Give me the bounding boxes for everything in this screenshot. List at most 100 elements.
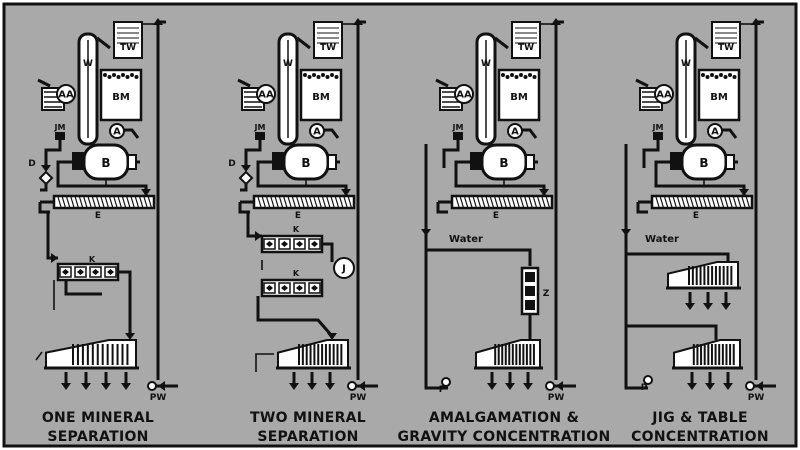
classifier-spiral: [698, 196, 703, 208]
pw-pump: [745, 381, 755, 391]
jm-down-arrow: [41, 165, 51, 172]
jig-diamond: [107, 269, 114, 275]
jm-label: JM: [652, 123, 664, 132]
table-discharge-head: [289, 383, 299, 390]
classifier-spiral: [694, 196, 699, 208]
classifier-label: E: [295, 211, 301, 221]
classifier-spiral: [266, 196, 271, 208]
ore-particle: [701, 73, 705, 77]
classifier-spiral: [317, 196, 322, 208]
crusher-feed-arrow: [37, 78, 51, 88]
classifier-spiral: [532, 196, 537, 208]
table-discharge-head: [61, 383, 71, 390]
crusher-circle: [454, 84, 474, 104]
ore-particle: [121, 73, 125, 77]
classifier-spiral: [134, 196, 139, 208]
caption-line2: GRAVITY CONCENTRATION: [398, 429, 611, 445]
classifier-spiral: [261, 196, 266, 208]
jm-feed-line: [642, 140, 660, 168]
pump-p-label: P: [641, 383, 648, 393]
ball-mill-label: B: [301, 156, 310, 170]
caption-line1: ONE MINERAL: [42, 410, 154, 426]
mill-feed-end: [670, 152, 682, 170]
classifier-spiral: [130, 196, 135, 208]
jig-diamond: [92, 269, 99, 275]
jig-diamond: [62, 269, 69, 275]
table1-discharge-head: [685, 303, 695, 310]
mill-feed-end: [72, 152, 84, 170]
amalgam-plate: [525, 272, 535, 282]
table2-discharge-head: [705, 383, 715, 390]
pump-p: [643, 375, 653, 385]
loop-arrow: [539, 189, 549, 196]
classifier-spiral: [70, 196, 75, 208]
crusher-circle: [256, 84, 276, 104]
ball-mill-label: B: [101, 156, 110, 170]
jm-label: JM: [452, 123, 464, 132]
mineral-jig-j-circle: [333, 257, 355, 279]
classifier-label: E: [493, 211, 499, 221]
mill-feed-end: [470, 152, 482, 170]
crusher-circle: [654, 84, 674, 104]
table1-discharge-head: [721, 303, 731, 310]
crusher-label: AA: [258, 90, 274, 101]
classifier-spiral: [339, 196, 344, 208]
jig-diamond: [281, 285, 288, 291]
shaking-table: [474, 339, 543, 370]
classifier-spiral: [455, 196, 460, 208]
classifier-spiral: [476, 196, 482, 208]
elevator-chute: [296, 36, 311, 50]
mill-discharge: [725, 154, 735, 170]
classifier-spiral: [313, 196, 318, 208]
classifier-spiral: [96, 196, 101, 208]
ore-bin: [99, 68, 143, 122]
water-label: Water: [645, 234, 679, 245]
ore-bin-label: BM: [510, 92, 528, 103]
mill-feed-end: [272, 152, 284, 170]
ore-particle: [307, 75, 312, 79]
elevator-chute: [694, 36, 709, 50]
jig-diamond: [266, 285, 273, 291]
pw-label: PW: [350, 393, 367, 403]
crusher-label: AA: [456, 90, 472, 101]
tank-label: TW: [320, 43, 336, 53]
feed-to-table2-line: [626, 324, 718, 340]
classifier-spiral: [485, 196, 490, 208]
ore-particle: [528, 73, 532, 77]
jm-feed-line: [244, 140, 262, 168]
left-return-pipe: [624, 144, 648, 390]
pw-label: PW: [150, 393, 167, 403]
classifier-spiral: [685, 196, 690, 208]
elevator-chute: [494, 36, 509, 50]
classifier-label: E: [95, 211, 101, 221]
water-arrow: [621, 229, 631, 236]
classifier-spiral: [61, 196, 66, 208]
feeder-label: A: [113, 127, 121, 138]
classifier-spiral: [728, 196, 733, 208]
pw-arrow: [556, 381, 563, 391]
jig-diamond: [281, 241, 288, 247]
ore-particle: [103, 73, 107, 77]
jig2-label: K: [293, 269, 300, 278]
feeder-chute: [722, 128, 738, 139]
ore-particle: [723, 75, 728, 79]
shaking-table: [276, 339, 351, 370]
classifier-spiral: [519, 196, 525, 208]
jig-tailing-arrow: [125, 333, 135, 340]
jig-label: K: [89, 255, 96, 264]
classifier-spiral: [117, 196, 122, 208]
classifier-spiral: [715, 196, 720, 208]
caption-line2: SEPARATION: [257, 429, 358, 445]
ore-particle: [714, 75, 719, 79]
amalgam-plate: [525, 286, 535, 296]
ore-particle: [532, 75, 537, 79]
jig-diamond: [311, 285, 318, 291]
classifier-spiral: [664, 196, 669, 208]
jm-label: JM: [54, 123, 66, 132]
classifier-overflow: [436, 200, 452, 214]
ore-particle: [303, 73, 307, 77]
water-label: Water: [449, 234, 483, 245]
pw-label: PW: [748, 393, 765, 403]
